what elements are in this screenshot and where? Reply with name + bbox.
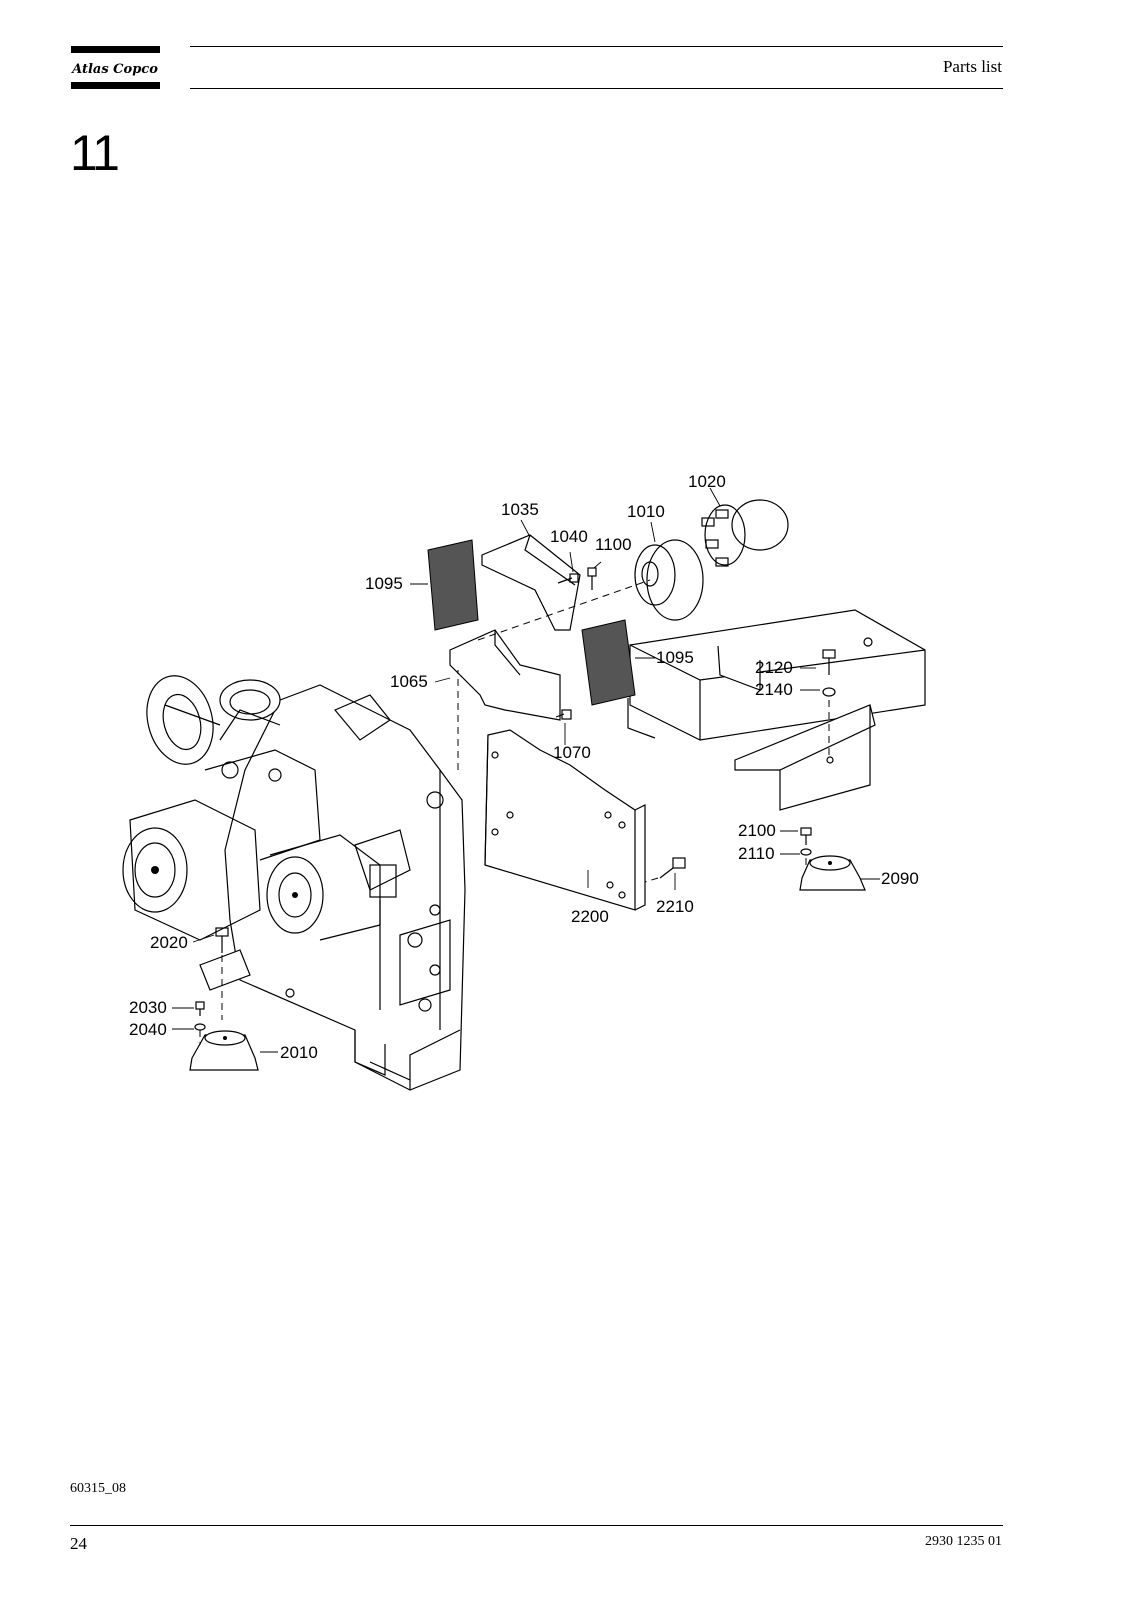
callout-1035: 1035 bbox=[501, 500, 539, 519]
callout-2140: 2140 bbox=[755, 680, 793, 699]
fasteners bbox=[194, 567, 836, 1031]
callout-1020: 1020 bbox=[688, 472, 726, 491]
logo-wordmark: Atlas Copco bbox=[71, 62, 158, 77]
compressor-housing bbox=[122, 675, 466, 1091]
footer-rule bbox=[70, 1525, 1003, 1526]
callout-2210: 2210 bbox=[656, 897, 694, 916]
header-title: Parts list bbox=[942, 57, 1002, 76]
callout-1095-top: 1095 bbox=[365, 574, 403, 593]
callout-1040: 1040 bbox=[550, 527, 588, 546]
section-number: 11 bbox=[70, 125, 120, 181]
exploded-parts-drawing: 1020 1035 1010 1040 1100 1095 1095 1065 … bbox=[122, 472, 926, 1091]
callout-2010: 2010 bbox=[280, 1043, 318, 1062]
callout-2100: 2100 bbox=[738, 821, 776, 840]
callout-2110: 2110 bbox=[738, 844, 775, 863]
callout-2040: 2040 bbox=[129, 1020, 167, 1039]
page-number: 24 bbox=[70, 1534, 87, 1553]
atlas-copco-logo: Atlas Copco bbox=[71, 46, 160, 89]
document-number: 2930 1235 01 bbox=[925, 1534, 1002, 1549]
coupling-parts bbox=[427, 499, 789, 721]
callout-2200: 2200 bbox=[571, 907, 609, 926]
header-rule-bottom bbox=[190, 88, 1003, 89]
callout-2020: 2020 bbox=[150, 933, 188, 952]
callout-1070: 1070 bbox=[553, 743, 591, 762]
mesh-screen-1095-top bbox=[427, 539, 479, 631]
callout-2030: 2030 bbox=[129, 998, 167, 1017]
mesh-screen-1095-right bbox=[581, 619, 636, 706]
base-frame bbox=[484, 609, 926, 911]
callout-2120: 2120 bbox=[755, 658, 793, 677]
callout-1010: 1010 bbox=[627, 502, 665, 521]
callout-1095-right: 1095 bbox=[656, 648, 694, 667]
callout-1100: 1100 bbox=[595, 535, 632, 554]
header-rule-top bbox=[190, 46, 1003, 47]
callout-1065: 1065 bbox=[390, 672, 428, 691]
callout-2090: 2090 bbox=[881, 869, 919, 888]
rubber-mount-2010 bbox=[189, 1030, 259, 1071]
rubber-mount-2090 bbox=[799, 855, 866, 891]
drawing-code: 60315_08 bbox=[70, 1481, 126, 1496]
